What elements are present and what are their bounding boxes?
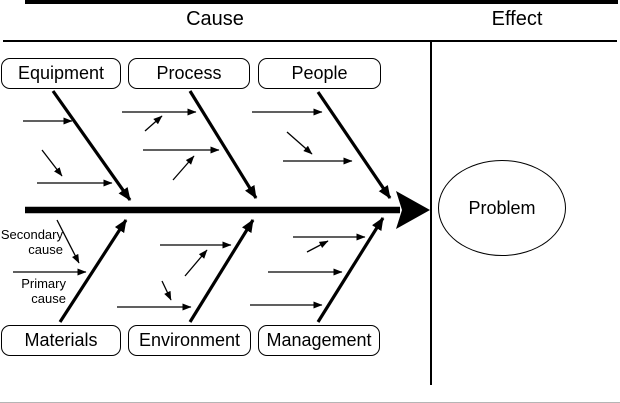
bone-people: [316, 91, 392, 199]
category-materials: Materials: [1, 325, 121, 356]
secondary-cause-arrow: [161, 280, 172, 301]
secondary-cause-label: Secondary cause: [0, 227, 63, 257]
secondary-cause-arrow: [172, 155, 195, 181]
secondary-cause-arrow: [306, 240, 329, 253]
category-process: Process: [128, 58, 250, 89]
problem-ellipse: Problem: [438, 160, 566, 256]
secondary-cause-arrow: [184, 249, 208, 277]
secondary-cause-arrow: [286, 131, 313, 155]
spine-arrowhead: [396, 191, 430, 229]
category-equipment: Equipment: [1, 58, 121, 89]
problem-label: Problem: [468, 197, 536, 218]
bone-materials: [58, 219, 128, 323]
category-people: People: [258, 58, 381, 89]
secondary-cause-arrow: [41, 149, 63, 177]
bone-management: [316, 217, 385, 323]
secondary-cause-arrow: [56, 219, 80, 264]
bone-environment: [188, 219, 255, 323]
cause-effect-divider-line: [430, 41, 432, 385]
bone-process: [188, 90, 258, 199]
header-separator-line: [3, 40, 617, 42]
header-cause-label: Cause: [186, 8, 244, 30]
category-management: Management: [258, 325, 380, 356]
header-effect-label: Effect: [491, 8, 543, 30]
category-environment: Environment: [128, 325, 251, 356]
top-border-bar: [25, 0, 618, 4]
bone-equipment: [51, 90, 132, 201]
secondary-cause-arrow: [144, 115, 163, 132]
primary-cause-label: Primary cause: [21, 276, 66, 306]
